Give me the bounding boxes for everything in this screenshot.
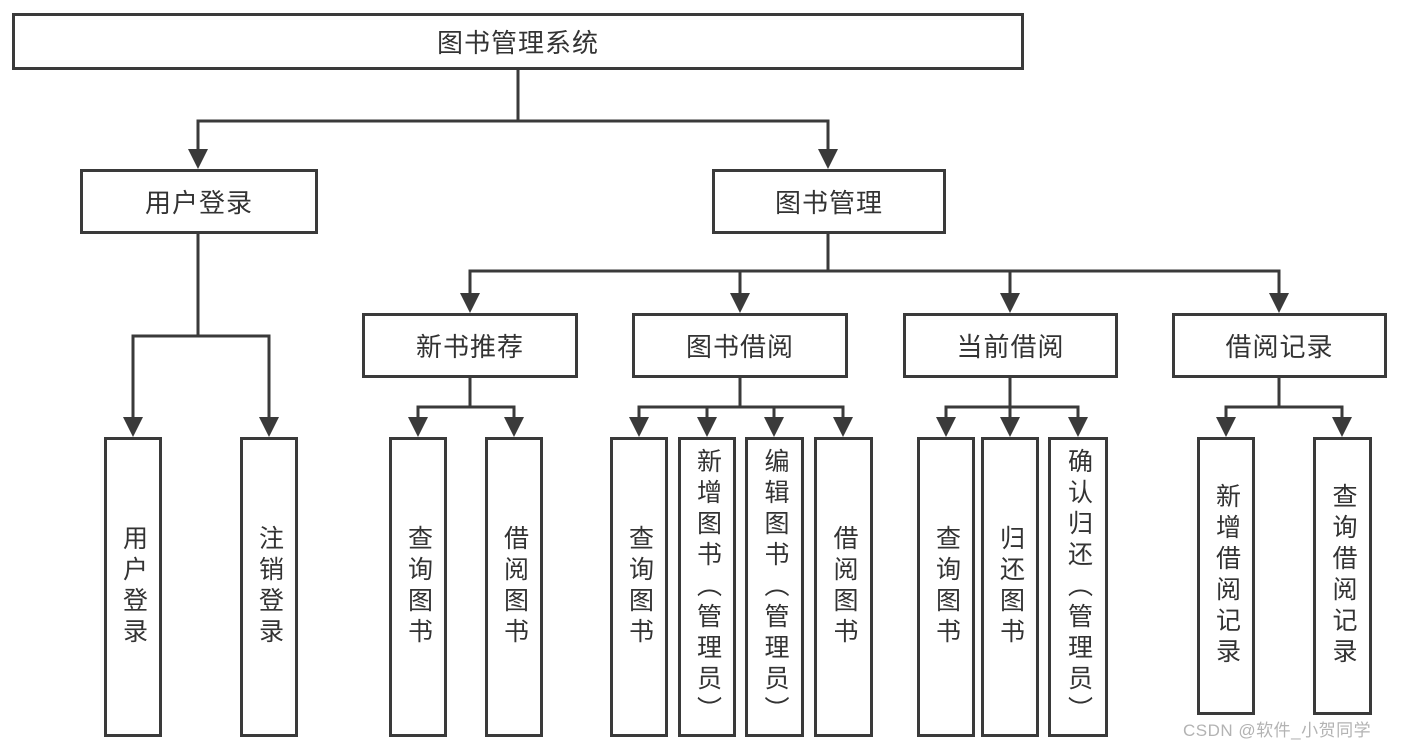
node-root-system: 图书管理系统	[12, 13, 1024, 70]
node-current-borrow: 当前借阅	[903, 313, 1118, 378]
leaf-add-books-admin: 新增图书（管理员）	[678, 437, 736, 737]
leaf-logout: 注销登录	[240, 437, 298, 737]
leaf-user-login: 用户登录	[104, 437, 162, 737]
leaf-borrow-books: 借阅图书	[814, 437, 873, 737]
leaf-recommend-query-books: 查询图书	[389, 437, 447, 737]
node-book-management: 图书管理	[712, 169, 946, 234]
csdn-watermark: CSDN @软件_小贺同学	[1183, 721, 1372, 740]
leaf-return-books: 归还图书	[981, 437, 1039, 737]
leaf-query-borrow-record: 查询借阅记录	[1313, 437, 1372, 715]
node-borrow-records: 借阅记录	[1172, 313, 1387, 378]
node-new-book-recommend: 新书推荐	[362, 313, 578, 378]
tree-branch-lines	[131, 68, 1344, 409]
leaf-current-query-books: 查询图书	[917, 437, 975, 737]
arrowheads	[123, 121, 1352, 437]
leaf-edit-books-admin: 编辑图书（管理员）	[745, 437, 804, 737]
node-book-borrow: 图书借阅	[632, 313, 848, 378]
leaf-confirm-return-admin: 确认归还（管理员）	[1048, 437, 1108, 737]
leaf-add-borrow-record: 新增借阅记录	[1197, 437, 1255, 715]
node-user-login: 用户登录	[80, 169, 318, 234]
leaf-borrow-query-books: 查询图书	[610, 437, 668, 737]
leaf-recommend-borrow-books: 借阅图书	[485, 437, 543, 737]
